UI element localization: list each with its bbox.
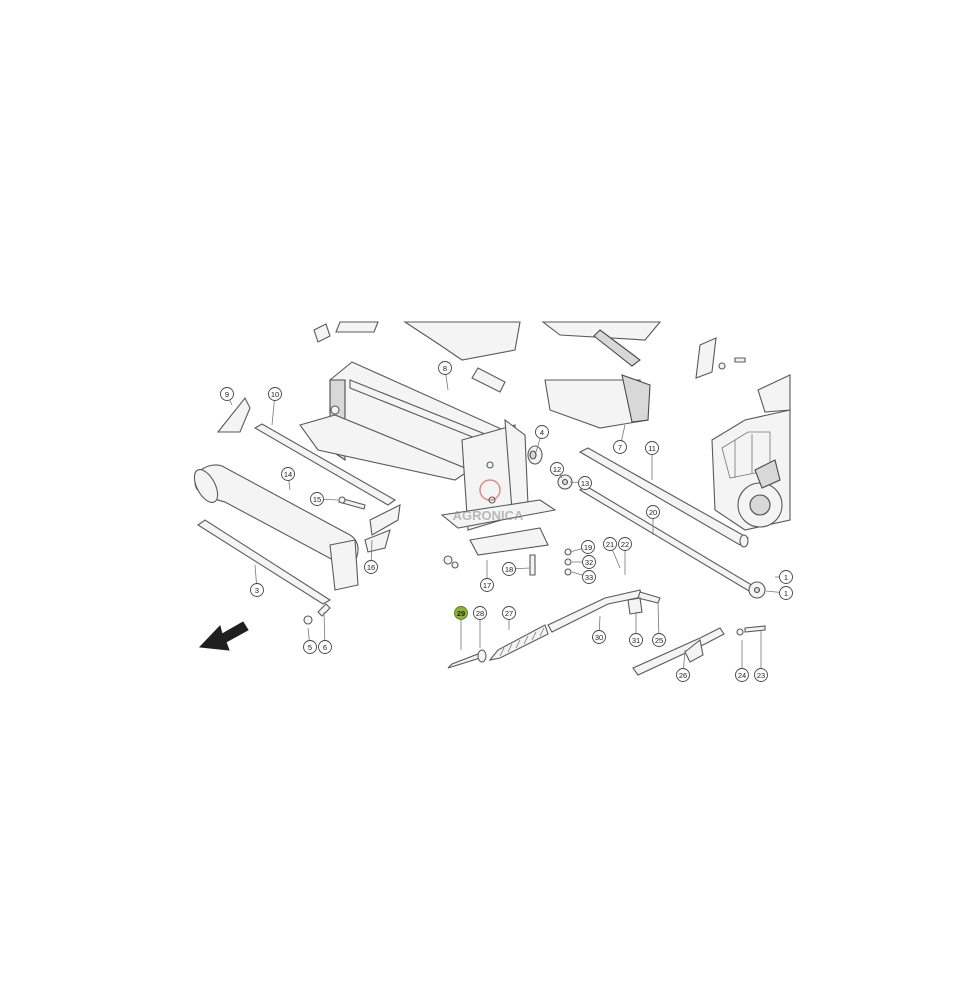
callout-25: 25	[652, 633, 666, 647]
callout-17: 17	[480, 578, 494, 592]
callout-20: 20	[646, 505, 660, 519]
watermark-text: AGRONICA	[453, 508, 524, 523]
callout-label: 11	[648, 444, 656, 453]
callout-label: 10	[271, 390, 279, 399]
callout-label: 14	[284, 470, 292, 479]
callout-label: 21	[606, 540, 614, 549]
callout-22: 22	[618, 537, 632, 551]
callout-28: 28	[473, 606, 487, 620]
callout-label: 5	[308, 643, 312, 652]
callout-8: 8	[438, 361, 452, 375]
callout-31: 31	[629, 633, 643, 647]
callout-label: 3	[255, 586, 259, 595]
callout-5: 5	[303, 640, 317, 654]
callout-3: 3	[250, 583, 264, 597]
callout-label: 15	[313, 495, 321, 504]
callout-label: 16	[367, 563, 375, 572]
callout-16: 16	[364, 560, 378, 574]
watermark: AGRONICA	[453, 479, 524, 523]
callout-24: 24	[735, 668, 749, 682]
tractor-icon	[711, 374, 791, 531]
callout-label: 33	[585, 573, 593, 582]
callout-33: 33	[582, 570, 596, 584]
callout-19: 19	[581, 540, 595, 554]
callout-10: 10	[268, 387, 282, 401]
callout-6: 6	[318, 640, 332, 654]
callout-label: 17	[483, 581, 491, 590]
callout-4: 4	[535, 425, 549, 439]
callout-27: 27	[502, 606, 516, 620]
callout-11: 11	[645, 441, 659, 455]
callout-label: 30	[595, 633, 603, 642]
callout-label: 4	[540, 428, 544, 437]
callout-label: 1	[784, 573, 788, 582]
callout-label: 25	[655, 636, 663, 645]
watermark-logo-icon	[479, 479, 501, 501]
callout-label: 1	[784, 589, 788, 598]
callout-7: 7	[613, 440, 627, 454]
callout-32: 32	[582, 555, 596, 569]
callout-label: 31	[632, 636, 640, 645]
callout-1: 1	[779, 570, 793, 584]
frame-assembly	[193, 321, 766, 676]
callout-15: 15	[310, 492, 324, 506]
callout-13: 13	[578, 476, 592, 490]
callout-label: 13	[581, 479, 589, 488]
callout-label: 18	[505, 565, 513, 574]
callout-9: 9	[220, 387, 234, 401]
callout-label: 9	[225, 390, 229, 399]
callout-label: 32	[585, 558, 593, 567]
callout-label: 6	[323, 643, 327, 652]
callout-14: 14	[281, 467, 295, 481]
callout-label: 29	[457, 609, 465, 618]
callout-12: 12	[550, 462, 564, 476]
callout-label: 28	[476, 609, 484, 618]
callout-label: 26	[679, 671, 687, 680]
callout-29-highlighted: 29	[454, 606, 468, 620]
callout-label: 7	[618, 443, 622, 452]
callout-label: 24	[738, 671, 746, 680]
callout-1: 1	[779, 586, 793, 600]
callout-26: 26	[676, 668, 690, 682]
arrow-icon	[198, 621, 249, 651]
callout-label: 12	[553, 465, 561, 474]
callout-21: 21	[603, 537, 617, 551]
callout-label: 8	[443, 364, 447, 373]
callout-30: 30	[592, 630, 606, 644]
callout-18: 18	[502, 562, 516, 576]
callout-label: 22	[621, 540, 629, 549]
callout-label: 27	[505, 609, 513, 618]
callout-label: 23	[757, 671, 765, 680]
callout-label: 20	[649, 508, 657, 517]
callout-label: 19	[584, 543, 592, 552]
callout-23: 23	[754, 668, 768, 682]
